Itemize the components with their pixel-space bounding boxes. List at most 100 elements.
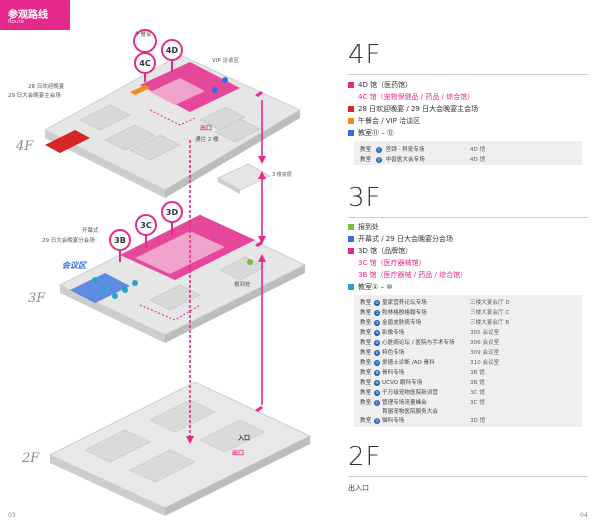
legend-4f-item: 28 日欢迎晚宴 / 29 日大会晚宴主会场 — [348, 104, 478, 114]
route-header-title: 参观路线 — [8, 10, 48, 21]
route-header-subtitle: Route — [8, 19, 24, 25]
legend-4f-title: 4F — [348, 40, 382, 70]
vip-label: VIP 洽谈区 — [212, 56, 239, 64]
dinner-label-line2: 29 日大会晚宴主会场 — [8, 91, 61, 99]
pin-4d-label: 4D — [166, 46, 179, 55]
swatch — [348, 272, 354, 278]
lunch-label: 午餐会 — [135, 30, 152, 38]
legend-4f-item-label: 28 日欢迎晚宴 / 29 日大会晚宴主会场 — [358, 105, 479, 113]
floor-2f-label: 2F — [21, 451, 40, 466]
legend-4f-item: 4C 馆（宠物保健品 / 药品 / 综合馆） — [348, 92, 474, 102]
floor-3f-slab — [58, 214, 307, 343]
route-header: 参观路线 Route — [0, 0, 70, 30]
legend-4f-rule — [348, 74, 588, 75]
legend-4f-item: 午餐会 / VIP 洽谈区 — [348, 116, 420, 126]
legend-4f-rooms: 教室 ⑪ 宫颈 · 异宠专场 4D 馆 教室 ⑫ 中兽医大会专场 4D 馆 — [354, 141, 582, 165]
legend-4f-item-label: 午餐会 / VIP 洽谈区 — [358, 117, 421, 125]
swatch — [348, 236, 354, 242]
exit-2f-label: 出口 — [232, 449, 244, 457]
opening-label-line1: 开幕式 — [82, 226, 99, 234]
legend-3f-title: 3F — [348, 183, 382, 213]
pin-4c-label: 4C — [139, 59, 151, 68]
room-row: 教室 ⑪ 宫颈 · 异宠专场 4D 馆 — [360, 146, 486, 153]
pin-3b-label: 3B — [114, 236, 126, 245]
room-11-marker — [212, 87, 218, 93]
legend-3f-item-label: 报到处 — [358, 223, 379, 231]
pin-4c[interactable]: 4C — [133, 29, 157, 82]
legend-4f-item-label: 4D 馆（医药馆） — [358, 81, 413, 89]
legend-3f-item: 开幕式 / 29 日大会晚宴分会场 — [348, 234, 453, 244]
page-number-left: 03 — [8, 512, 16, 519]
legend-3f-item-label: 3D 馆（品牌馆） — [358, 247, 413, 255]
legend-3f-item-label: 开幕式 / 29 日大会晚宴分会场 — [358, 235, 453, 243]
legend-3f-item: 3C 馆（医疗器械馆） — [348, 258, 426, 268]
legend-3f-item-label: 3B 馆（医疗器械 / 药品 / 综合馆） — [358, 271, 468, 279]
exit-4f-sub: 通往 2 楼 — [195, 135, 219, 143]
legend-2f-rule — [348, 476, 588, 477]
pin-3b[interactable]: 3B — [109, 229, 131, 262]
dinner-label-line1: 28 日欢迎晚宴 — [28, 82, 65, 90]
legend-3f-item: 教室① – ⑩ — [348, 282, 393, 292]
swatch — [348, 248, 354, 254]
exit-4f-label: 出口 — [200, 124, 212, 132]
legend-3f-item-label: 3C 馆（医疗器械馆） — [358, 259, 426, 267]
pin-3d[interactable]: 3D — [161, 201, 183, 236]
pin-4d[interactable]: 4D — [161, 39, 183, 72]
floor-2f-slab — [48, 381, 312, 516]
page-number-right: 04 — [580, 512, 588, 519]
swatch — [348, 118, 354, 124]
legend-2f-title: 2F — [348, 442, 382, 472]
pin-3c-label: 3C — [140, 221, 152, 230]
legend-4f-item: 教室⑪ – ⑫ — [348, 128, 394, 138]
route-connectors — [186, 100, 266, 444]
mezzanine-slab — [216, 163, 272, 194]
legend-panel: 4F 4D 馆（医药馆） 4C 馆（宠物保健品 / 药品 / 综合馆） 28 日… — [340, 0, 600, 525]
checkin-label: 报到处 — [234, 280, 251, 288]
escalator-icons — [255, 91, 263, 412]
legend-2f-note: 出入口 — [348, 484, 369, 492]
floor-4f-label: 4F — [15, 139, 34, 154]
opening-label-line2: 29 日大会晚宴分会场 — [42, 236, 95, 244]
room-12-marker — [222, 77, 228, 83]
swatch — [348, 224, 354, 230]
swatch — [348, 82, 354, 88]
legend-4f-item: 4D 馆（医药馆） — [348, 80, 412, 90]
swatch — [348, 130, 354, 136]
dinner-hall-block — [45, 130, 90, 153]
legend-3f-item-label: 教室① – ⑩ — [358, 283, 393, 291]
meeting-zone-label: 会议区 — [62, 261, 88, 270]
room-row: 首届宠物医院服务大会 — [382, 409, 438, 415]
legend-3f-rule — [348, 217, 588, 218]
legend-4f-item-label: 4C 馆（宠物保健品 / 药品 / 综合馆） — [358, 93, 475, 101]
floor-diagram: 4F 4C 4D 午餐会 VIP 洽谈区 28 日欢迎晚宴 29 日大会晚宴主会… — [8, 29, 312, 516]
swatch — [348, 284, 354, 290]
mezzanine-label: 3 楼夹层 — [272, 171, 292, 178]
swatch — [348, 106, 354, 112]
room-row: 教室 ⑫ 中兽医大会专场 4D 馆 — [360, 156, 486, 163]
checkin-marker — [247, 259, 253, 265]
legend-4f-item-label: 教室⑪ – ⑫ — [358, 129, 394, 137]
swatch — [348, 94, 354, 100]
legend-3f-item: 报到处 — [348, 222, 379, 232]
pin-3c[interactable]: 3C — [135, 214, 157, 248]
pin-3d-label: 3D — [166, 208, 179, 217]
entrance-2f-label: 入口 — [237, 435, 250, 442]
legend-3f-item: 3D 馆（品牌馆） — [348, 246, 412, 256]
swatch — [348, 260, 354, 266]
legend-3f-item: 3B 馆（医疗器械 / 药品 / 综合馆） — [348, 270, 467, 280]
floor-4f-slab — [43, 54, 302, 198]
